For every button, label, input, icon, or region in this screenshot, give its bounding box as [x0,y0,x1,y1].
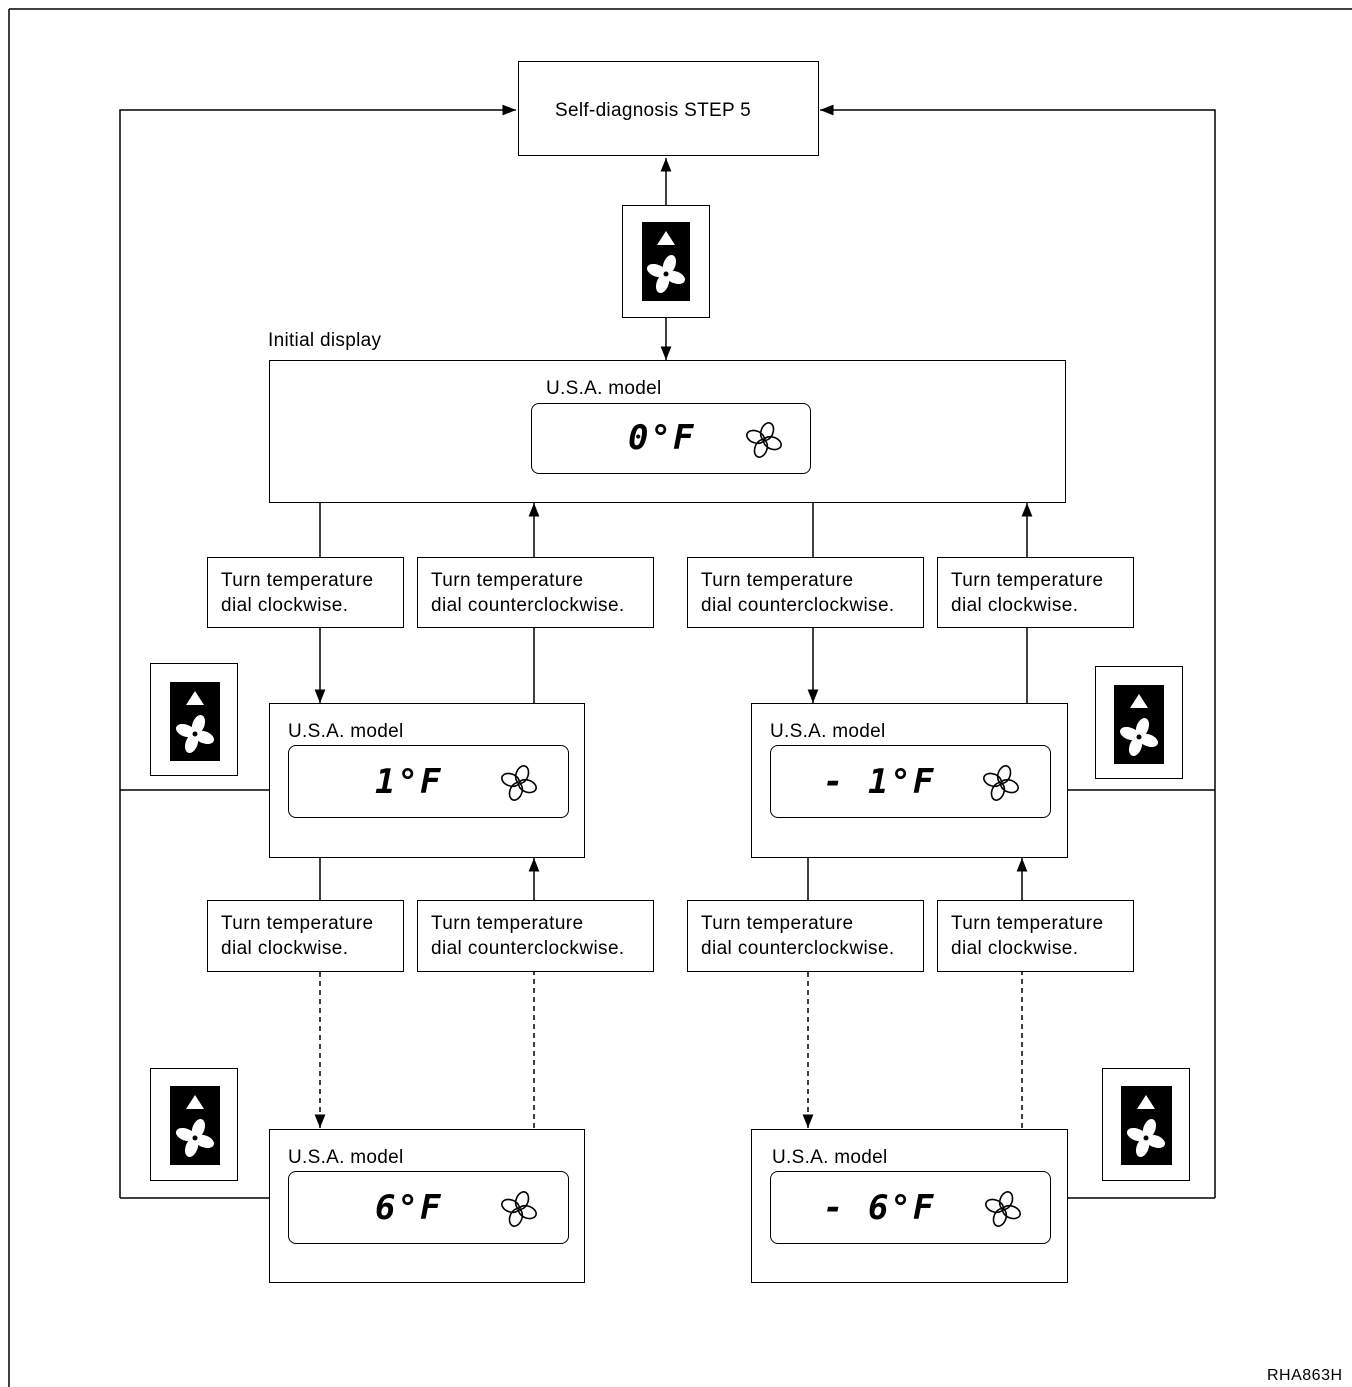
lcd-display: 6°F [288,1171,569,1244]
instruction-counterclockwise: Turn temperature dial counterclockwise. [687,900,924,972]
model-label: U.S.A. model [288,1147,404,1168]
minus-six-display-panel: U.S.A. model - 6°F [751,1129,1068,1283]
instruction-clockwise: Turn temperature dial clockwise. [207,900,404,972]
fan-up-button-icon[interactable] [150,1068,238,1181]
fan-icon [501,1191,537,1227]
model-label: U.S.A. model [546,378,662,399]
plus-one-display-panel: U.S.A. model 1°F [269,703,585,858]
self-diagnosis-step-box: Self-diagnosis STEP 5 [518,61,819,156]
fan-up-button-icon[interactable] [622,205,710,318]
fan-icon [985,1191,1021,1227]
model-label: U.S.A. model [288,721,404,742]
fan-up-button-icon[interactable] [150,663,238,776]
fan-up-button-icon[interactable] [1095,666,1183,779]
initial-display-panel: U.S.A. model 0°F [269,360,1066,503]
step-label: Self-diagnosis STEP 5 [555,100,752,121]
lcd-display: 0°F [531,403,811,474]
temperature-readout: 1°F [375,762,443,802]
lcd-display: - 1°F [770,745,1051,818]
fan-icon [501,765,537,801]
temperature-readout: 6°F [375,1188,443,1228]
instruction-counterclockwise: Turn temperature dial counterclockwise. [417,900,654,972]
instruction-clockwise: Turn temperature dial clockwise. [207,557,404,628]
instruction-clockwise: Turn temperature dial clockwise. [937,900,1134,972]
figure-code: RHA863H [1267,1367,1343,1384]
instruction-counterclockwise: Turn temperature dial counterclockwise. [417,557,654,628]
fan-icon [746,422,782,458]
temperature-readout: - 1°F [823,762,936,802]
lcd-display: 1°F [288,745,569,818]
minus-one-display-panel: U.S.A. model - 1°F [751,703,1068,858]
initial-display-label: Initial display [268,330,382,351]
temperature-readout: 0°F [628,418,696,458]
instruction-counterclockwise: Turn temperature dial counterclockwise. [687,557,924,628]
instruction-clockwise: Turn temperature dial clockwise. [937,557,1134,628]
model-label: U.S.A. model [770,721,886,742]
model-label: U.S.A. model [772,1147,888,1168]
plus-six-display-panel: U.S.A. model 6°F [269,1129,585,1283]
fan-icon [983,765,1019,801]
temperature-readout: - 6°F [823,1188,936,1228]
fan-up-button-icon[interactable] [1102,1068,1190,1181]
lcd-display: - 6°F [770,1171,1051,1244]
